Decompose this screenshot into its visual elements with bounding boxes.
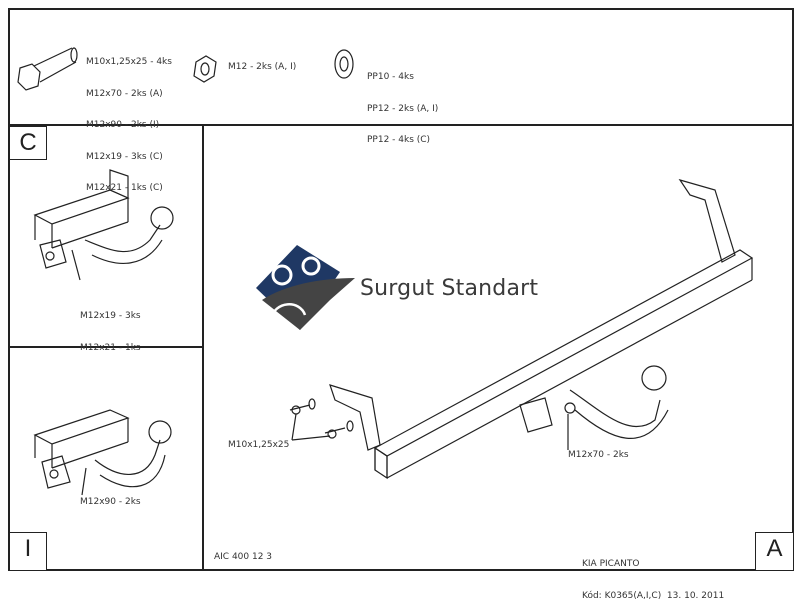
washer-icon bbox=[334, 49, 354, 79]
nut-icon bbox=[193, 55, 217, 83]
kit-code-date: Kód: K0365(A,I,C) 13. 10. 2011 bbox=[582, 590, 725, 601]
view-c-hitch bbox=[33, 169, 174, 281]
technical-drawing bbox=[17, 47, 754, 496]
callout: M12x21 - 1ks bbox=[80, 342, 141, 353]
bolt-item: M12x21 - 1ks (C) bbox=[86, 183, 163, 193]
view-a-hitch-callout: M12x70 - 2ks bbox=[568, 450, 629, 460]
bolt-icon bbox=[17, 47, 78, 91]
view-a-label: A bbox=[755, 532, 794, 571]
surgut-standart-logo bbox=[256, 245, 355, 330]
washer-item: PP12 - 2ks (A, I) bbox=[367, 103, 439, 114]
view-i-callout: M12x90 - 2ks bbox=[80, 497, 141, 507]
view-a-bolt-callout: M10x1,25x25 bbox=[228, 440, 290, 450]
bolt-item: M10x1,25x25 - 4ks bbox=[86, 57, 172, 67]
bolt-item: M12x90 - 2ks (I) bbox=[86, 120, 160, 130]
washer-list: PP10 - 4ks PP12 - 2ks (A, I) PP12 - 4ks … bbox=[367, 51, 438, 156]
parts-box bbox=[8, 8, 794, 126]
bolt-list: M10x1,25x25 - 4ks M12x70 - 2ks (A) M12x9… bbox=[86, 36, 172, 204]
nut-label: M12 - 2ks (A, I) bbox=[228, 62, 297, 72]
logo-text: Surgut Standart bbox=[360, 276, 539, 301]
view-i-hitch bbox=[33, 409, 172, 496]
washer-item: PP10 - 4ks bbox=[367, 72, 414, 82]
view-c-label: C bbox=[9, 126, 47, 160]
washer-item: PP12 - 4ks (C) bbox=[367, 135, 431, 145]
divider bbox=[8, 346, 204, 348]
view-i-label: I bbox=[9, 532, 47, 571]
bolt-item: M12x19 - 3ks (C) bbox=[86, 151, 163, 162]
drawing-code: AIC 400 12 3 bbox=[214, 552, 273, 562]
bolt-item: M12x70 - 2ks (A) bbox=[86, 88, 163, 99]
callout: M12x19 - 3ks bbox=[80, 311, 141, 321]
title-block: KIA PICANTO Kód: K0365(A,I,C) 13. 10. 20… bbox=[582, 538, 724, 612]
view-a-towbar bbox=[289, 178, 754, 480]
view-c-callouts: M12x19 - 3ks M12x21 - 1ks bbox=[80, 290, 141, 364]
vehicle-name: KIA PICANTO bbox=[582, 559, 640, 569]
